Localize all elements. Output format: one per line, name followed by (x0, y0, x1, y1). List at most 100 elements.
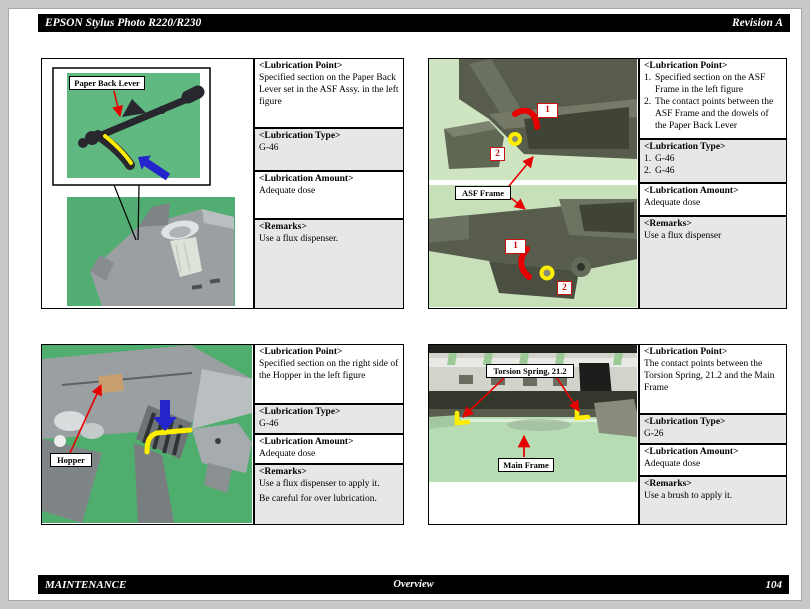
printer-interior-shape (429, 345, 637, 482)
torsion-spring-photo (429, 345, 637, 482)
blue-arrow (138, 155, 171, 181)
row-text: Use a flux dispenser to apply it. (259, 478, 380, 489)
lubrication-amount-row: <Lubrication Amount> Adequate dose (254, 434, 404, 464)
row-text: Adequate dose (644, 458, 701, 469)
torsion-spring-label: Torsion Spring, 21.2 (486, 364, 574, 378)
lubrication-mark-yellow (454, 410, 471, 426)
row-text: Specified section on the right side of t… (259, 358, 399, 381)
row-heading: <Lubrication Point> (644, 61, 728, 71)
row-heading: <Lubrication Point> (259, 61, 343, 71)
row-text: Specified section on the Paper Back Leve… (259, 72, 399, 107)
row-list-item: 2.G-46 (644, 165, 675, 176)
lubrication-mark-yellow (144, 427, 193, 455)
lubrication-mark-red (512, 107, 540, 130)
header-bar: EPSON Stylus Photo R220/R230 Revision A (38, 14, 790, 32)
lubrication-point-yellow (539, 265, 555, 281)
row-text: G-46 (259, 418, 279, 429)
row-text: G-26 (644, 428, 664, 439)
hopper-photo (42, 345, 252, 523)
row-heading: <Lubrication Amount> (644, 447, 739, 457)
red-arrow (510, 197, 526, 210)
row-heading: <Lubrication Amount> (259, 437, 354, 447)
footer-section: MAINTENANCE (45, 578, 127, 591)
main-frame-label: Main Frame (498, 458, 554, 472)
row-text: Use a flux dispenser (644, 230, 722, 241)
doc-title: EPSON Stylus Photo R220/R230 (45, 17, 202, 29)
row-heading: <Lubrication Type> (259, 407, 341, 417)
table-top-left: <Lubrication Point> Specified section on… (254, 58, 404, 309)
paper-back-lever-shape (78, 85, 205, 181)
red-arrow (462, 377, 505, 418)
row-heading: <Lubrication Type> (644, 417, 726, 427)
paper-back-lever-label: Paper Back Lever (69, 76, 145, 90)
red-arrow (69, 383, 102, 454)
lubrication-type-row: <Lubrication Type> G-46 (254, 128, 404, 171)
table-bottom-left: <Lubrication Point> Specified section on… (254, 344, 404, 525)
red-arrow (112, 90, 124, 118)
row-text: Be careful for over lubrication. (259, 493, 377, 504)
lubrication-mark-yellow (103, 134, 133, 165)
lubrication-amount-row: <Lubrication Amount> Adequate dose (639, 444, 787, 476)
row-heading: <Lubrication Amount> (644, 186, 739, 196)
asf-frame-label: ASF Frame (455, 186, 511, 200)
row-text: Use a flux dispenser. (259, 233, 339, 244)
remarks-row: <Remarks> Use a brush to apply it. (639, 476, 787, 525)
figure-torsion-spring: Torsion Spring, 21.2 Main Frame (428, 344, 639, 525)
lubrication-mark-yellow (574, 406, 591, 421)
revision-label: Revision A (731, 17, 783, 29)
row-heading: <Remarks> (259, 467, 307, 477)
lubrication-type-row: <Lubrication Type> G-26 (639, 414, 787, 444)
lubrication-type-row: <Lubrication Type> G-46 (254, 404, 404, 434)
manual-page: EPSON Stylus Photo R220/R230 Revision A (8, 8, 802, 601)
footer-bar: MAINTENANCE Overview 104 (38, 575, 789, 594)
row-heading: <Remarks> (644, 479, 692, 489)
marker-2-bottom: 2 (557, 281, 572, 295)
row-text: Use a brush to apply it. (644, 490, 733, 501)
blue-arrow (153, 400, 177, 431)
lubrication-point-row: <Lubrication Point> The contact points b… (639, 344, 787, 414)
row-heading: <Lubrication Point> (259, 347, 343, 357)
footer-page-number: 104 (765, 578, 783, 591)
row-list-item: 1.Specified section on the ASF Frame in … (644, 72, 766, 95)
row-text: The contact points between the Torsion S… (644, 358, 775, 393)
lubrication-amount-row: <Lubrication Amount> Adequate dose (254, 171, 404, 219)
table-bottom-right: <Lubrication Point> The contact points b… (639, 344, 787, 525)
footer-chapter: Overview (393, 579, 434, 590)
row-text: Adequate dose (644, 197, 701, 208)
callout-line (137, 184, 140, 241)
row-text: G-46 (259, 142, 279, 153)
lubrication-type-row: <Lubrication Type> 1.G-46 2.G-46 (639, 139, 787, 183)
hopper-label: Hopper (50, 453, 92, 467)
remarks-row: <Remarks> Use a flux dispenser (639, 216, 787, 309)
row-list-item: 2.The contact points between the ASF Fra… (644, 96, 774, 131)
table-top-right: <Lubrication Point> 1.Specified section … (639, 58, 787, 309)
row-heading: <Lubrication Amount> (259, 174, 354, 184)
red-arrow (508, 156, 534, 187)
lubrication-point-row: <Lubrication Point> 1.Specified section … (639, 58, 787, 139)
remarks-row: <Remarks> Use a flux dispenser to apply … (254, 464, 404, 525)
figure-asf-frame: ASF Frame 1 2 1 2 (428, 58, 639, 309)
asf-frame-photo (429, 59, 637, 307)
marker-1-top: 1 (537, 103, 558, 118)
row-heading: <Remarks> (259, 222, 307, 232)
row-text: Adequate dose (259, 448, 316, 459)
row-heading: <Lubrication Type> (259, 131, 341, 141)
lubrication-point-row: <Lubrication Point> Specified section on… (254, 344, 404, 404)
row-text: Adequate dose (259, 185, 316, 196)
marker-2-top: 2 (490, 147, 505, 161)
figure-paper-back-lever: Paper Back Lever (41, 58, 254, 309)
callout-line (113, 184, 137, 241)
lubrication-amount-row: <Lubrication Amount> Adequate dose (639, 183, 787, 216)
row-heading: <Lubrication Type> (644, 142, 726, 152)
remarks-row: <Remarks> Use a flux dispenser. (254, 219, 404, 309)
red-arrow (556, 377, 580, 412)
paper-back-lever-photo (52, 67, 235, 306)
asf-frame-bottom-shape (429, 199, 637, 299)
asf-assembly-shape (90, 203, 234, 306)
lubrication-point-yellow (508, 132, 522, 146)
row-heading: <Lubrication Point> (644, 347, 728, 357)
figure-hopper: Hopper (41, 344, 254, 525)
row-list-item: 1.G-46 (644, 153, 675, 164)
marker-1-bottom: 1 (505, 239, 526, 254)
